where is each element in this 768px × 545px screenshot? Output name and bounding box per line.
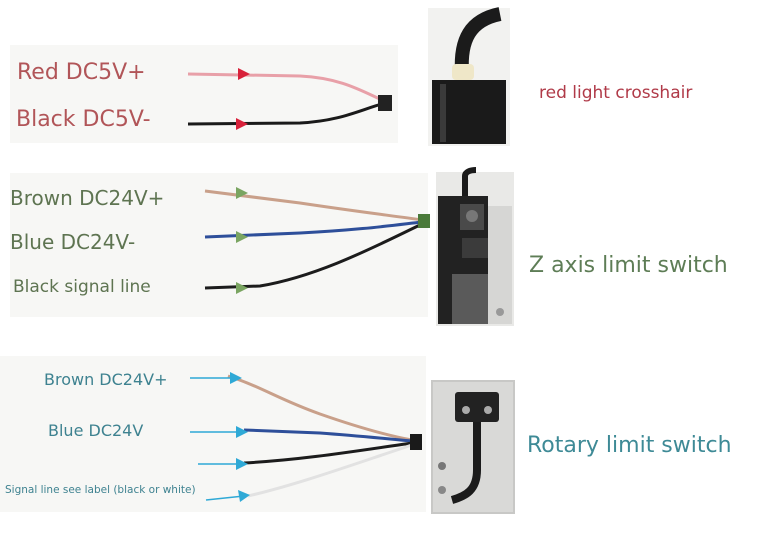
z-axis-cable-end xyxy=(418,214,430,228)
arrow-black-rotary xyxy=(198,458,248,470)
rotary-device-name: Rotary limit switch xyxy=(527,433,732,458)
arrow-signal-rotary xyxy=(205,490,250,502)
crosshair-wire-panel xyxy=(10,45,398,143)
arrow-black-signal-line xyxy=(236,282,248,294)
section-crosshair: Red DC5V+ Black DC5V- red light crosshai… xyxy=(10,7,692,146)
wire-blue-dc24v-minus xyxy=(204,220,423,239)
label-red-dc5v-plus: Red DC5V+ xyxy=(17,60,146,85)
label-blue-dc24v-minus: Blue DC24V- xyxy=(10,230,135,254)
arrow-black-dc5v-minus xyxy=(236,118,248,130)
wire-blue-dc24v-rotary xyxy=(243,428,413,443)
arrow-brown-dc24v-plus xyxy=(236,187,248,199)
rotary-cable-end xyxy=(410,434,422,450)
arrow-blue-dc24v-minus xyxy=(236,231,248,243)
wire-red-dc5v-plus xyxy=(187,72,383,102)
label-black-signal-line: Black signal line xyxy=(13,277,151,297)
crosshair-device-name: red light crosshair xyxy=(539,83,692,103)
label-brown-dc24v-plus-rotary: Brown DC24V+ xyxy=(44,370,168,389)
label-black-dc5v-minus: Black DC5V- xyxy=(16,107,151,132)
z-axis-device-name: Z axis limit switch xyxy=(529,253,728,278)
crosshair-device-photo xyxy=(428,7,510,146)
label-blue-dc24v-rotary: Blue DC24V xyxy=(48,421,143,440)
section-rotary: Brown DC24V+ Blue DC24V Signal line see … xyxy=(0,356,732,514)
label-brown-dc24v-plus: Brown DC24V+ xyxy=(10,186,164,210)
label-signal-line-rotary: Signal line see label (black or white) xyxy=(5,484,196,496)
z-axis-device-photo xyxy=(436,167,514,326)
rotary-device-photo xyxy=(431,380,515,514)
arrow-blue-dc24v-rotary xyxy=(190,426,248,438)
wire-brown-dc24v-plus xyxy=(204,189,423,222)
wire-signal-rotary xyxy=(247,443,413,498)
wire-black-rotary xyxy=(243,441,413,465)
crosshair-cable-end xyxy=(378,95,392,111)
rotary-wire-panel xyxy=(0,356,426,512)
section-z-axis: Brown DC24V+ Blue DC24V- Black signal li… xyxy=(10,167,728,326)
wire-black-dc5v-minus xyxy=(187,102,383,126)
wire-brown-dc24v-plus-rotary xyxy=(227,374,413,442)
arrow-brown-dc24v-plus-rotary xyxy=(190,372,242,384)
z-axis-wire-panel xyxy=(10,173,428,317)
arrow-red-dc5v-plus xyxy=(238,68,250,80)
wire-black-signal-line xyxy=(204,222,423,290)
